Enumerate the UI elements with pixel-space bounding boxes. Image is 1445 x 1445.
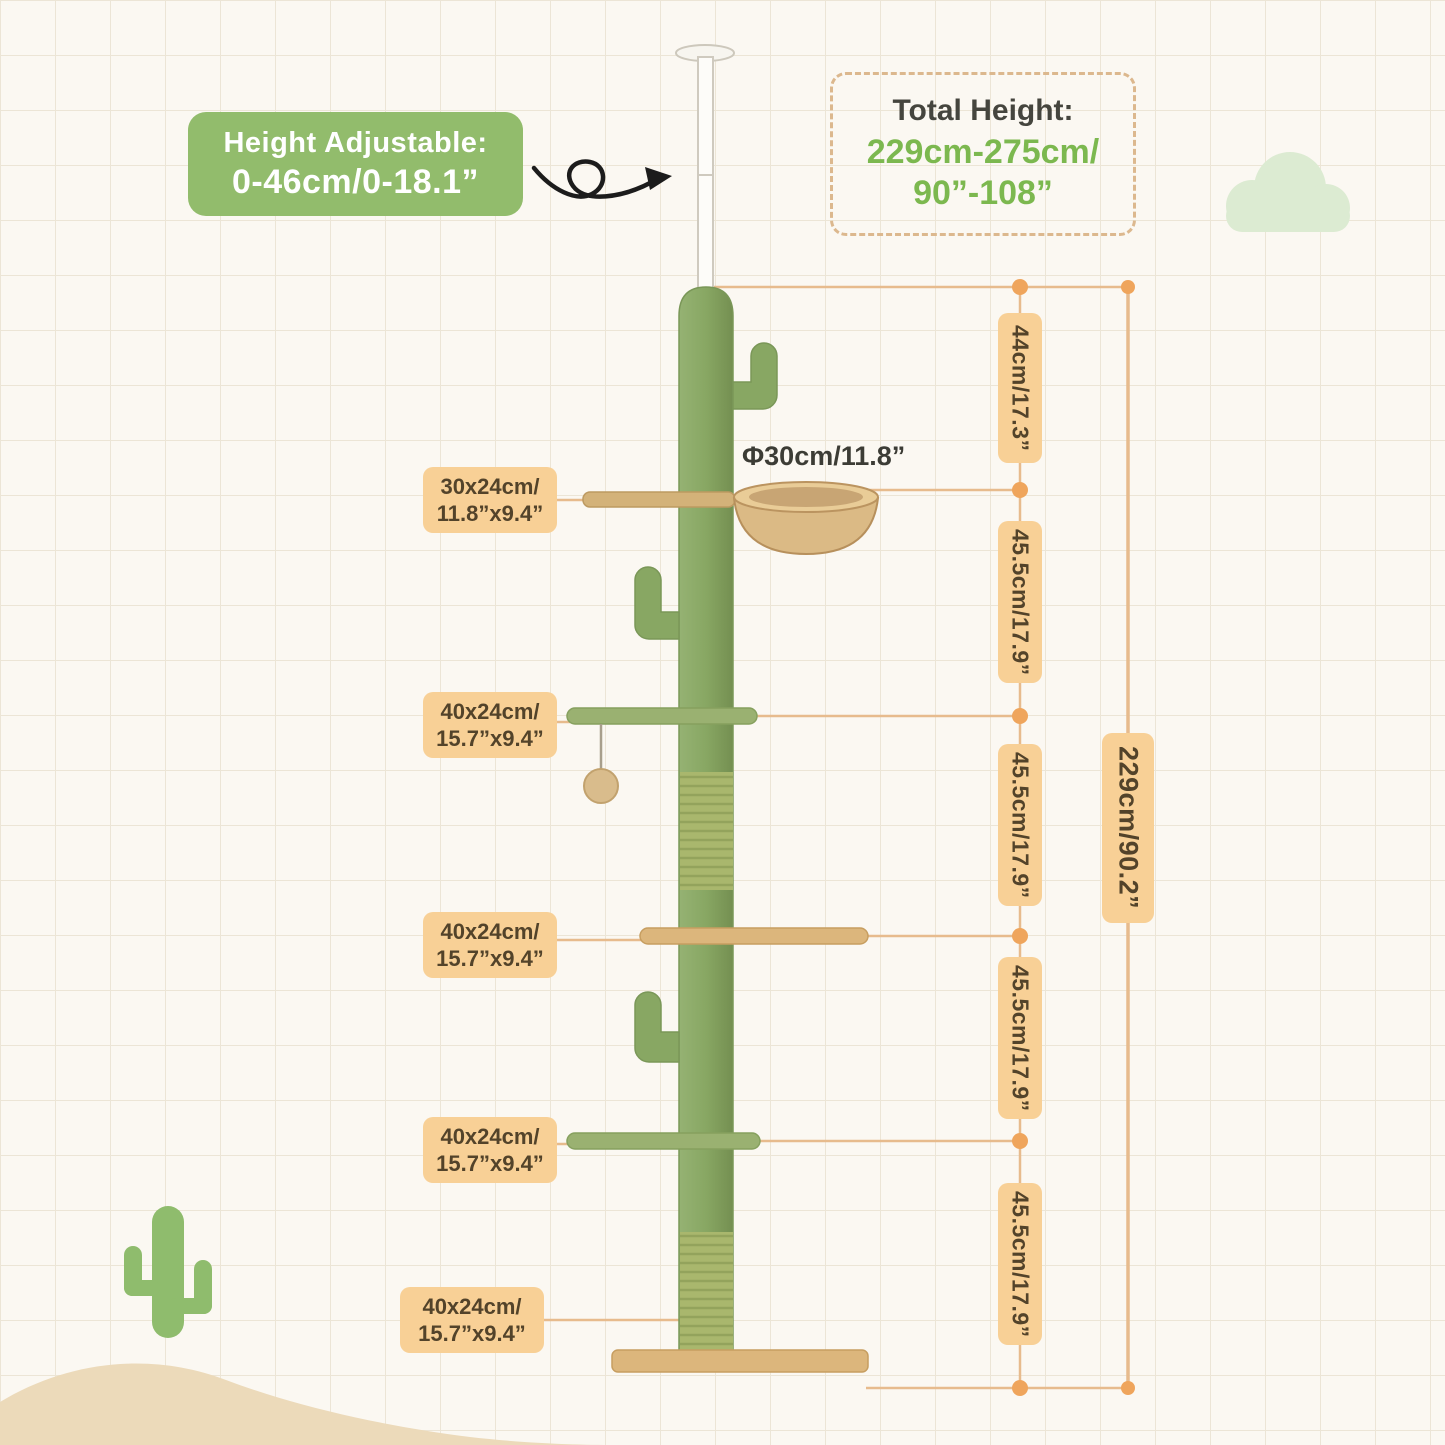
total-height-title: Total Height: — [892, 94, 1074, 128]
platform-size-4-line2: 15.7”x9.4” — [436, 1151, 544, 1176]
sisal-section-upper — [680, 772, 733, 890]
sand-dune — [0, 1363, 616, 1445]
platform-size-3-line1: 40x24cm/ — [440, 918, 540, 944]
segment-height-label-4: 45.5cm/17.9” — [998, 957, 1042, 1119]
cactus-arm-lower — [634, 991, 680, 1063]
sisal-section-lower — [680, 1232, 733, 1350]
platform-size-1-line2: 11.8”x9.4” — [436, 501, 544, 526]
cactus-arm-middle — [634, 566, 680, 640]
height-adjustable-badge: Height Adjustable: 0-46cm/0-18.1” — [188, 112, 523, 216]
total-column-height-label: 229cm/90.2” — [1102, 733, 1154, 923]
hammock-basket — [732, 497, 880, 556]
hammock-diameter-label: Φ30cm/11.8” — [742, 441, 906, 471]
platform-size-label-5: 40x24cm/ 15.7”x9.4” — [400, 1287, 544, 1353]
platform-size-label-2: 40x24cm/ 15.7”x9.4” — [423, 692, 557, 758]
total-height-value-1: 229cm-275cm/ — [866, 133, 1100, 172]
platform-size-2-line1: 40x24cm/ — [440, 698, 540, 724]
cat-tree — [566, 44, 880, 1373]
segment-height-label-5: 45.5cm/17.9” — [998, 1183, 1042, 1345]
platform-board-4 — [566, 1132, 761, 1150]
segment-height-label-1: 44cm/17.3” — [998, 313, 1042, 463]
platform-board-2 — [566, 707, 758, 725]
dimension-dots — [1012, 279, 1135, 1396]
platform-size-1-line1: 30x24cm/ — [440, 473, 540, 499]
platform-size-4-line1: 40x24cm/ — [440, 1123, 540, 1149]
height-adjustable-title: Height Adjustable: — [223, 126, 488, 159]
base-board — [611, 1349, 869, 1373]
platform-size-label-3: 40x24cm/ 15.7”x9.4” — [423, 912, 557, 978]
arrow-annotation — [531, 159, 672, 199]
cloud-icon — [1226, 152, 1350, 232]
segment-height-label-2: 45.5cm/17.9” — [998, 521, 1042, 683]
segment-height-label-3: 45.5cm/17.9” — [998, 744, 1042, 906]
platform-size-2-line2: 15.7”x9.4” — [436, 726, 544, 751]
platform-size-5-line1: 40x24cm/ — [422, 1293, 522, 1319]
platform-size-label-4: 40x24cm/ 15.7”x9.4” — [423, 1117, 557, 1183]
platform-size-5-line2: 15.7”x9.4” — [418, 1321, 526, 1346]
cactus-icon — [124, 1206, 212, 1338]
total-height-box: Total Height: 229cm-275cm/ 90”-108” — [830, 72, 1136, 236]
total-height-value-2: 90”-108” — [913, 174, 1053, 212]
hammock-board — [582, 491, 736, 508]
hammock-inner — [749, 487, 863, 507]
toy-ball — [583, 768, 619, 804]
cactus-arm-top — [732, 342, 778, 410]
platform-size-3-line2: 15.7”x9.4” — [436, 946, 544, 971]
platform-size-label-1: 30x24cm/ 11.8”x9.4” — [423, 467, 557, 533]
height-adjustable-value: 0-46cm/0-18.1” — [231, 162, 480, 201]
platform-board-3 — [639, 927, 869, 945]
